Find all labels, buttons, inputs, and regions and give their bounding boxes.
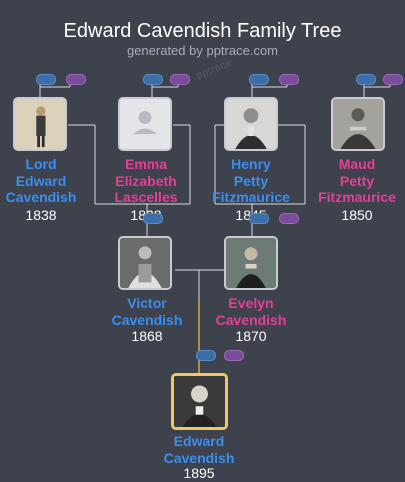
page-title: Edward Cavendish Family Tree	[63, 20, 342, 42]
person-photo-lord-edward[interactable]	[13, 97, 67, 151]
person-year-evelyn: 1870	[235, 328, 267, 344]
person-name-henry[interactable]: Henry Petty Fitzmaurice	[212, 156, 290, 205]
expand-father-button[interactable]	[356, 74, 376, 85]
person-photo-evelyn[interactable]	[224, 236, 278, 290]
expand-mother-button[interactable]	[279, 74, 299, 85]
page-subtitle: generated by pptrace.com	[126, 43, 279, 58]
person-photo-maud[interactable]	[331, 97, 385, 151]
person-photo-victor[interactable]	[118, 236, 172, 290]
expand-father-button[interactable]	[143, 213, 163, 224]
person-photo-henry[interactable]	[224, 97, 278, 151]
expand-mother-button[interactable]	[170, 74, 190, 85]
person-year-victor: 1868	[131, 328, 163, 344]
expand-mother-button[interactable]	[383, 74, 403, 85]
expand-father-button[interactable]	[143, 74, 163, 85]
person-name-victor[interactable]: Victor Cavendish	[111, 295, 183, 328]
person-name-emma[interactable]: Emma Elizabeth Lascelles	[114, 156, 178, 205]
expand-mother-button[interactable]	[279, 213, 299, 224]
portrait-image	[226, 99, 276, 149]
expand-father-button[interactable]	[196, 350, 216, 361]
portrait-image	[15, 99, 65, 149]
expand-mother-button[interactable]	[224, 350, 244, 361]
person-year-maud: 1850	[341, 207, 373, 223]
person-name-lord-edward[interactable]: Lord Edward Cavendish	[5, 156, 77, 205]
portrait-image	[174, 376, 225, 427]
person-year-edward: 1895	[183, 465, 215, 481]
person-year-lord-edward: 1838	[25, 207, 57, 223]
portrait-image	[120, 238, 170, 288]
portrait-image	[333, 99, 383, 149]
expand-father-button[interactable]	[249, 74, 269, 85]
person-name-evelyn[interactable]: Evelyn Cavendish	[215, 295, 287, 328]
person-name-maud[interactable]: Maud Petty Fitzmaurice	[318, 156, 396, 205]
expand-mother-button[interactable]	[66, 74, 86, 85]
expand-father-button[interactable]	[36, 74, 56, 85]
portrait-image	[226, 238, 276, 288]
person-photo-edward[interactable]	[171, 373, 228, 430]
person-name-edward[interactable]: Edward Cavendish	[163, 433, 235, 466]
placeholder-avatar-icon	[120, 99, 170, 149]
person-photo-emma[interactable]	[118, 97, 172, 151]
expand-father-button[interactable]	[249, 213, 269, 224]
